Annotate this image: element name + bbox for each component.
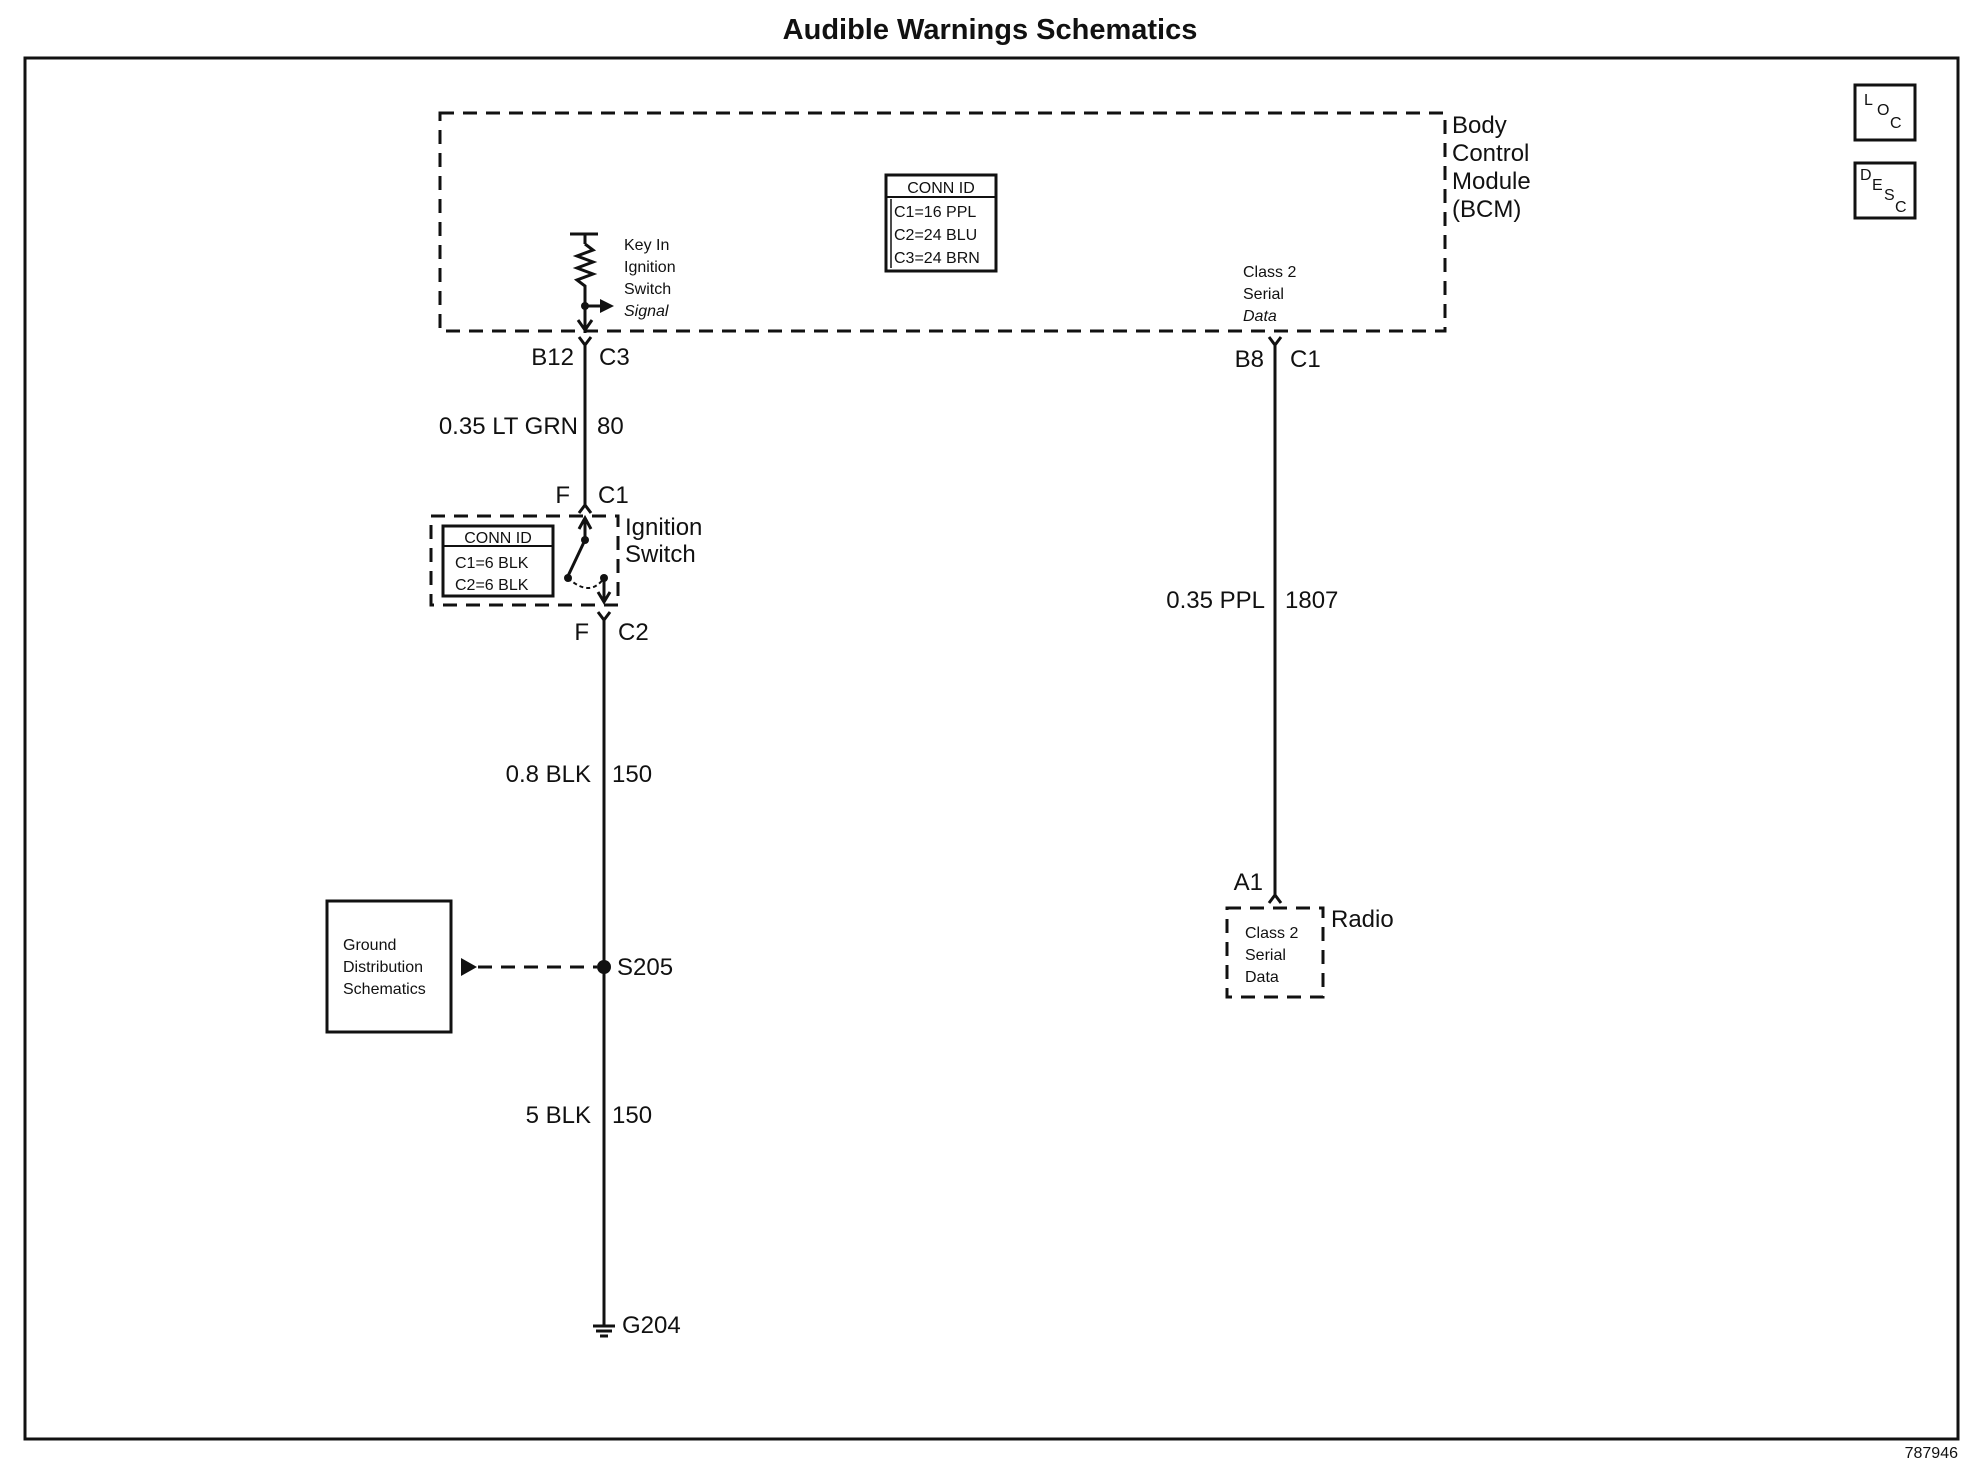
radio-label: Radio <box>1331 906 1394 933</box>
wire-150-circuit-lower: 150 <box>612 1102 652 1129</box>
svg-text:Module: Module <box>1452 168 1531 195</box>
diagram-frame <box>23 56 1960 1441</box>
wire-150-gauge-upper: 0.8 BLK <box>506 761 591 788</box>
svg-text:D: D <box>1860 167 1872 184</box>
svg-text:Switch: Switch <box>624 281 671 298</box>
svg-text:Distribution: Distribution <box>343 959 423 976</box>
svg-text:C2=6 BLK: C2=6 BLK <box>455 577 529 594</box>
svg-text:Serial: Serial <box>1245 947 1286 964</box>
svg-text:B8: B8 <box>1235 346 1264 373</box>
radio-module <box>1225 906 1325 999</box>
svg-text:B12: B12 <box>531 344 574 371</box>
wire-1807-circuit: 1807 <box>1285 587 1338 614</box>
ground-g204-label: G204 <box>622 1312 681 1339</box>
wire-150-gauge-lower: 5 BLK <box>526 1102 591 1129</box>
ignition-c1-connector: F C1 <box>555 482 629 514</box>
splice-s205-label: S205 <box>617 954 673 981</box>
page-title: Audible Warnings Schematics <box>783 14 1198 46</box>
svg-text:C3=24 BRN: C3=24 BRN <box>894 250 980 267</box>
desc-button[interactable]: D E S C <box>1853 161 1917 220</box>
svg-text:A1: A1 <box>1234 869 1263 896</box>
svg-text:F: F <box>555 482 570 509</box>
svg-text:O: O <box>1877 102 1889 119</box>
svg-text:Ground: Ground <box>343 937 396 954</box>
signal-arrow-icon <box>600 299 614 313</box>
svg-text:Control: Control <box>1452 140 1529 167</box>
svg-text:F: F <box>574 619 589 646</box>
svg-text:C1: C1 <box>598 482 629 509</box>
svg-text:Ignition: Ignition <box>624 259 676 276</box>
ignition-switch-contact <box>564 514 612 605</box>
svg-text:Signal: Signal <box>624 303 669 320</box>
svg-text:Switch: Switch <box>625 541 696 568</box>
svg-text:C1: C1 <box>1290 346 1321 373</box>
radio-a1-connector: A1 <box>1234 869 1283 904</box>
svg-text:C2=24 BLU: C2=24 BLU <box>894 227 977 244</box>
key-in-signal-label: Key In Ignition Switch Signal <box>624 237 676 320</box>
bcm-serial-data-label: Class 2 Serial Data <box>1243 264 1296 325</box>
bcm-label: Body Control Module (BCM) <box>1452 112 1531 223</box>
svg-text:Schematics: Schematics <box>343 981 426 998</box>
svg-text:C1=16 PPL: C1=16 PPL <box>894 204 976 221</box>
bcm-c1-connector: B8 C1 <box>1235 336 1321 373</box>
svg-text:Key In: Key In <box>624 237 669 254</box>
ground-icon <box>593 1318 615 1338</box>
key-in-pullup-resistor <box>570 232 614 333</box>
splice-s205 <box>597 960 611 974</box>
ignition-switch-label: Ignition Switch <box>625 514 702 568</box>
wire-80-gauge: 0.35 LT GRN <box>439 413 578 440</box>
svg-text:E: E <box>1872 177 1883 194</box>
svg-text:Body: Body <box>1452 112 1507 139</box>
svg-text:C: C <box>1895 199 1907 216</box>
svg-text:Data: Data <box>1245 969 1279 986</box>
ground-distribution-link[interactable]: Ground Distribution Schematics <box>325 899 453 1034</box>
svg-text:Class 2: Class 2 <box>1245 925 1298 942</box>
radio-serial-data-label: Class 2 Serial Data <box>1245 925 1298 986</box>
svg-text:CONN ID: CONN ID <box>907 180 975 197</box>
svg-text:L: L <box>1864 92 1873 109</box>
svg-text:C: C <box>1890 115 1902 132</box>
svg-text:C2: C2 <box>618 619 649 646</box>
reference-arrow-icon <box>461 958 477 976</box>
svg-text:Serial: Serial <box>1243 286 1284 303</box>
ignition-switch <box>429 514 620 607</box>
svg-text:Ignition: Ignition <box>625 514 702 541</box>
bcm-module <box>438 111 1447 333</box>
svg-text:S: S <box>1884 187 1895 204</box>
svg-text:C1=6 BLK: C1=6 BLK <box>455 555 529 572</box>
loc-button[interactable]: L O C <box>1853 83 1917 142</box>
wire-1807-gauge: 0.35 PPL <box>1166 587 1265 614</box>
ignition-conn-id-table: CONN ID C1=6 BLK C2=6 BLK <box>441 524 555 598</box>
wire-80-circuit: 80 <box>597 413 624 440</box>
svg-text:Class 2: Class 2 <box>1243 264 1296 281</box>
svg-text:Data: Data <box>1243 308 1277 325</box>
figure-id: 787946 <box>1905 1445 1958 1462</box>
bcm-conn-id-table: CONN ID C1=16 PPL C2=24 BLU C3=24 BRN <box>884 173 998 273</box>
ignition-c2-connector: F C2 <box>574 611 649 646</box>
bcm-c3-connector: B12 C3 <box>531 336 630 371</box>
svg-text:(BCM): (BCM) <box>1452 196 1521 223</box>
wire-150-circuit-upper: 150 <box>612 761 652 788</box>
svg-text:CONN ID: CONN ID <box>464 530 532 547</box>
svg-text:C3: C3 <box>599 344 630 371</box>
